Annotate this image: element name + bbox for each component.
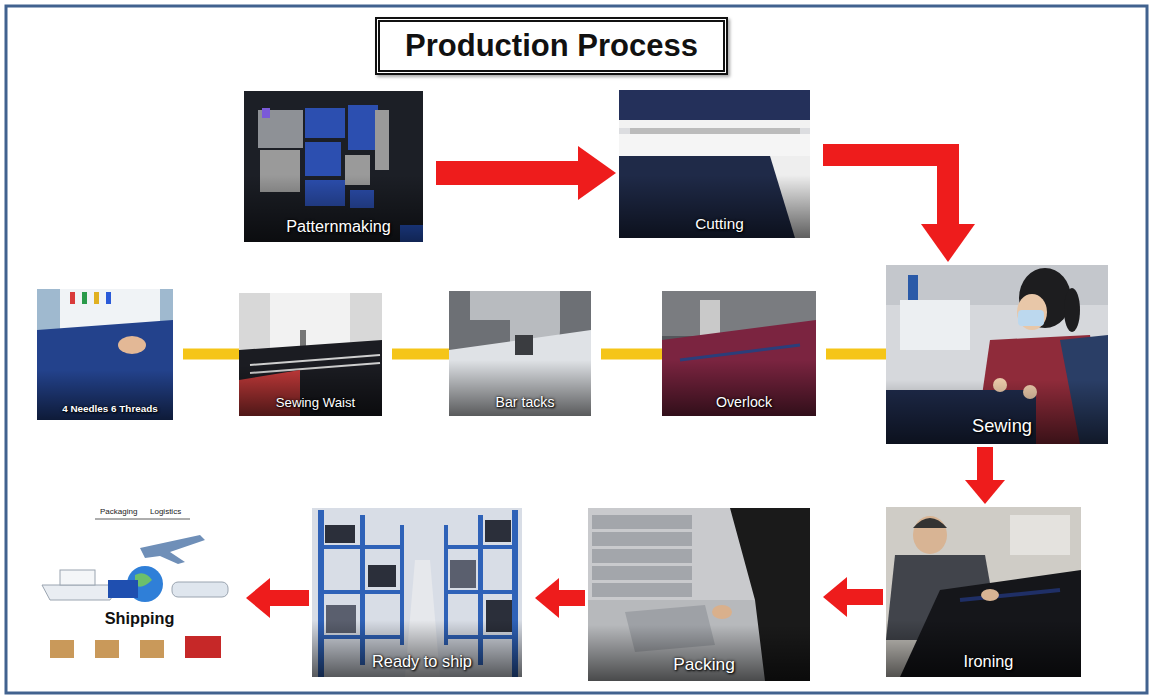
- warehouse-photo-part: [318, 590, 404, 594]
- header-label: Packaging: [100, 507, 137, 516]
- packing-photo-part: [592, 532, 692, 546]
- cutting-photo-part: [619, 90, 810, 120]
- process-step: Bar tacks: [449, 291, 601, 416]
- shipping-picture-part: [60, 570, 95, 585]
- step-label: Packing: [588, 654, 820, 675]
- patternmaking-photo-part: [305, 108, 345, 138]
- link-bar: [183, 349, 239, 360]
- diagram-title: Production Process: [405, 28, 698, 64]
- link-bar: [392, 349, 449, 360]
- link-bar: [826, 349, 886, 360]
- warehouse-photo-part: [325, 525, 355, 543]
- overlock-photo-part: [680, 345, 800, 360]
- title-box: Production Process: [375, 17, 728, 75]
- shipping-picture-part: [50, 640, 74, 658]
- ironing-photo-part: [1010, 515, 1070, 555]
- ironing-photo-part: [913, 518, 947, 528]
- step-label: Overlock: [662, 394, 826, 410]
- warehouse-photo-part: [444, 545, 518, 549]
- ironing-photo-part: [886, 507, 1081, 677]
- step-label: 4 Needles 6 Threads: [37, 403, 183, 414]
- packing-photo-part: [592, 515, 692, 529]
- four-needle-photo: [37, 289, 173, 420]
- warehouse-photo-part: [444, 590, 518, 594]
- process-step: Ironing: [886, 507, 1091, 677]
- packing-photo-part: [712, 605, 732, 619]
- step-label: Ready to ship: [312, 652, 532, 671]
- ironing-photo-part: [981, 589, 999, 601]
- packing-photo-part: [592, 583, 692, 597]
- process-step: Shipping: [36, 505, 243, 670]
- cutting-photo-part: [619, 120, 810, 128]
- process-step: Patternmaking: [244, 91, 433, 242]
- process-step: Sewing Waist: [239, 293, 392, 416]
- process-step: Overlock: [662, 291, 826, 416]
- header-label: Logistics: [150, 507, 181, 516]
- shipping-picture-part: [140, 640, 164, 658]
- four-needle-photo-part: [70, 292, 75, 304]
- step-label: Bar tacks: [449, 394, 601, 410]
- step-label: Patternmaking: [244, 217, 433, 236]
- packing-photo-part: [592, 549, 692, 563]
- process-step: Sewing: [886, 265, 1118, 444]
- shipping-picture-part: [108, 580, 138, 598]
- process-step: Ready to ship: [312, 508, 532, 677]
- shipping-picture-part: [140, 535, 205, 564]
- block-arrow: [847, 589, 883, 605]
- warehouse-photo: [312, 508, 522, 677]
- packing-photo-part: [592, 566, 692, 580]
- shipping-picture-part: [95, 640, 119, 658]
- cutting-photo-part: [630, 128, 800, 134]
- warehouse-photo-part: [485, 520, 511, 542]
- sewing-photo-part: [900, 300, 970, 350]
- four-needle-photo-part: [82, 292, 87, 304]
- sewing-photo-part: [908, 275, 918, 300]
- ironing-photo: [886, 507, 1081, 677]
- page-frame: [6, 6, 1147, 693]
- patternmaking-photo-part: [262, 108, 270, 118]
- four-needle-photo-part: [106, 292, 111, 304]
- patternmaking-photo-part: [305, 142, 341, 176]
- four-needle-photo-part: [94, 292, 99, 304]
- shipping-picture-part: [95, 519, 190, 520]
- block-arrow: [977, 447, 993, 480]
- process-step: Cutting: [619, 90, 820, 238]
- patternmaking-photo-part: [375, 110, 389, 170]
- sewing-photo-part: [1018, 310, 1044, 326]
- sewing-photo-part: [1064, 288, 1080, 332]
- ironing-photo-part: [960, 590, 1060, 600]
- warehouse-photo-part: [450, 560, 476, 588]
- step-label: Cutting: [619, 215, 820, 233]
- sewing-photo-part: [1017, 294, 1047, 330]
- cutting-photo-part: [619, 134, 810, 156]
- step-label: Shipping: [36, 609, 243, 628]
- step-label: Sewing: [886, 415, 1118, 437]
- step-label: Sewing Waist: [239, 395, 392, 410]
- block-arrow: [559, 590, 585, 606]
- patternmaking-photo-part: [348, 105, 378, 150]
- shipping-picture-part: [172, 582, 228, 597]
- shipping-picture: [36, 505, 233, 670]
- shipping-picture-part: [36, 505, 233, 670]
- block-arrow: [436, 161, 578, 185]
- process-step: 4 Needles 6 Threads: [37, 289, 183, 420]
- link-bar: [601, 349, 662, 360]
- process-step: Packing: [588, 508, 820, 681]
- ironing-photo-part: [913, 516, 947, 554]
- four-needle-photo-part: [118, 336, 146, 354]
- block-arrow: [270, 590, 309, 606]
- bar-tack-photo-part: [515, 335, 533, 355]
- warehouse-photo-part: [318, 545, 404, 549]
- sewing-waist-photo-part: [270, 293, 350, 348]
- warehouse-photo-part: [368, 565, 396, 587]
- four-needle-photo-part: [37, 289, 173, 420]
- block-arrow: [823, 155, 948, 224]
- warehouse-photo-part: [312, 508, 522, 677]
- shipping-picture-part: [185, 636, 221, 658]
- step-label: Ironing: [886, 652, 1091, 671]
